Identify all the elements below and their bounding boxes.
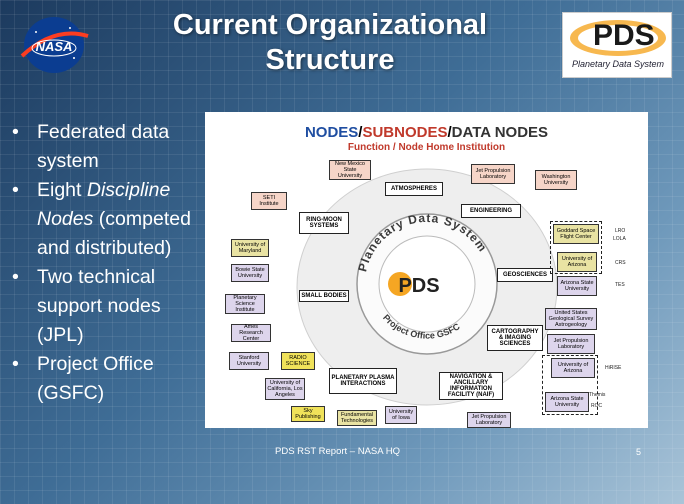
inst-umd: University of Maryland [231,239,269,257]
heading-subnodes: SUBNODES [362,124,448,141]
inst-stanford: Stanford University [229,352,269,370]
tag-lola: LOLA [613,236,626,242]
tag-hirise: HiRISE [605,365,622,371]
node-atmospheres: ATMOSPHERES [385,182,443,196]
pds-logo-swoosh [570,20,666,56]
node-engineering: ENGINEERING [461,204,521,218]
svg-text:NASA: NASA [36,39,73,54]
bullet-item: Project Office (GSFC) [8,350,198,408]
pds-logo-text: PDS [593,19,655,52]
heading-datanodes: DATA NODES [451,124,549,141]
node-ppi: PLANETARY PLASMA INTERACTIONS [329,368,397,394]
node-cartography: CARTOGRAPHY & IMAGING SCIENCES [487,325,543,351]
bullet-item: Eight Discipline Nodes (competed and dis… [8,176,198,263]
node-ring-moon: RING-MOON SYSTEMS [299,212,349,234]
node-naif: NAVIGATION & ANCILLARY INFORMATION FACIL… [439,372,503,400]
tag-crs: CRS [615,260,626,266]
inst-usgs: United States Geological Survey Astrogeo… [545,308,597,330]
inst-radio-science: RADIO SCIENCE [281,352,315,370]
svg-text:PDS: PDS [398,275,439,297]
tag-roc: ROC [591,403,603,409]
inst-asu-c: Arizona State University [545,392,589,412]
heading-nodes: NODES [304,124,359,141]
inst-asu-geo: Arizona State University [557,276,597,296]
pds-logo: PDS Planetary Data System [562,12,672,78]
inst-ucla: University of California, Los Angeles [265,378,305,400]
title-line-2: Structure [265,43,395,76]
bullet-list: Federated data system Eight Discipline N… [8,118,198,408]
inst-jpl-top: Jet Propulsion Laboratory [471,164,515,184]
node-small-bodies: SMALL BODIES [299,290,349,302]
inst-arizona-c: University of Arizona [551,358,595,378]
node-geosciences: GEOSCIENCES [497,268,553,282]
bullet-emphasis: Discipline Nodes [37,179,171,230]
inst-arizona-geo: University of Arizona [557,252,597,272]
org-diagram: NODES/SUBNODES/DATA NODES Function / Nod… [205,112,648,428]
bullet-item: Two technical support nodes (JPL) [8,263,198,350]
heading-sep: / [447,124,452,141]
page-number: 5 [636,447,642,457]
inst-seti: SETI Institute [251,192,287,210]
inst-wustl: Washington University [535,170,577,190]
inst-gsfc: Goddard Space Flight Center [553,224,599,244]
footer-text: PDS RST Report – NASA HQ [275,446,400,457]
inst-fundamental: Fundamental Technologies [337,410,377,426]
tag-themis: Themis [589,392,606,398]
bullet-suffix: (competed and distributed) [37,208,191,259]
data-node-group-arizona [542,355,598,415]
bullet-prefix: Eight [37,179,87,201]
slide-title: Current Organizational Structure [130,8,530,78]
diagram-heading: NODES/SUBNODES/DATA NODES [205,124,648,141]
inst-iowa: University of Iowa [385,406,417,424]
nasa-logo: NASA [20,17,89,73]
bullet-item: Federated data system [8,118,198,176]
inst-ames: Ames Research Center [231,324,271,342]
inst-nmsu: New Mexico State University [329,160,371,180]
inst-jpl-bottom: Jet Propulsion Laboratory [467,412,511,428]
inst-jpl-cart: Jet Propulsion Laboratory [547,334,595,354]
tag-tes: TES [615,282,625,288]
title-line-1: Current Organizational [172,9,488,41]
heading-sep: / [358,124,363,141]
diagram-subheading: Function / Node Home Institution [347,142,506,153]
pds-logo-subtitle: Planetary Data System [571,59,665,69]
data-node-group-gsfc [550,221,602,274]
inst-bowie: Bowie State University [231,264,269,282]
tag-lro: LRO [615,228,626,234]
inst-psi: Planetary Science Institute [225,294,265,314]
inst-sky: Sky Publishing [291,406,325,422]
